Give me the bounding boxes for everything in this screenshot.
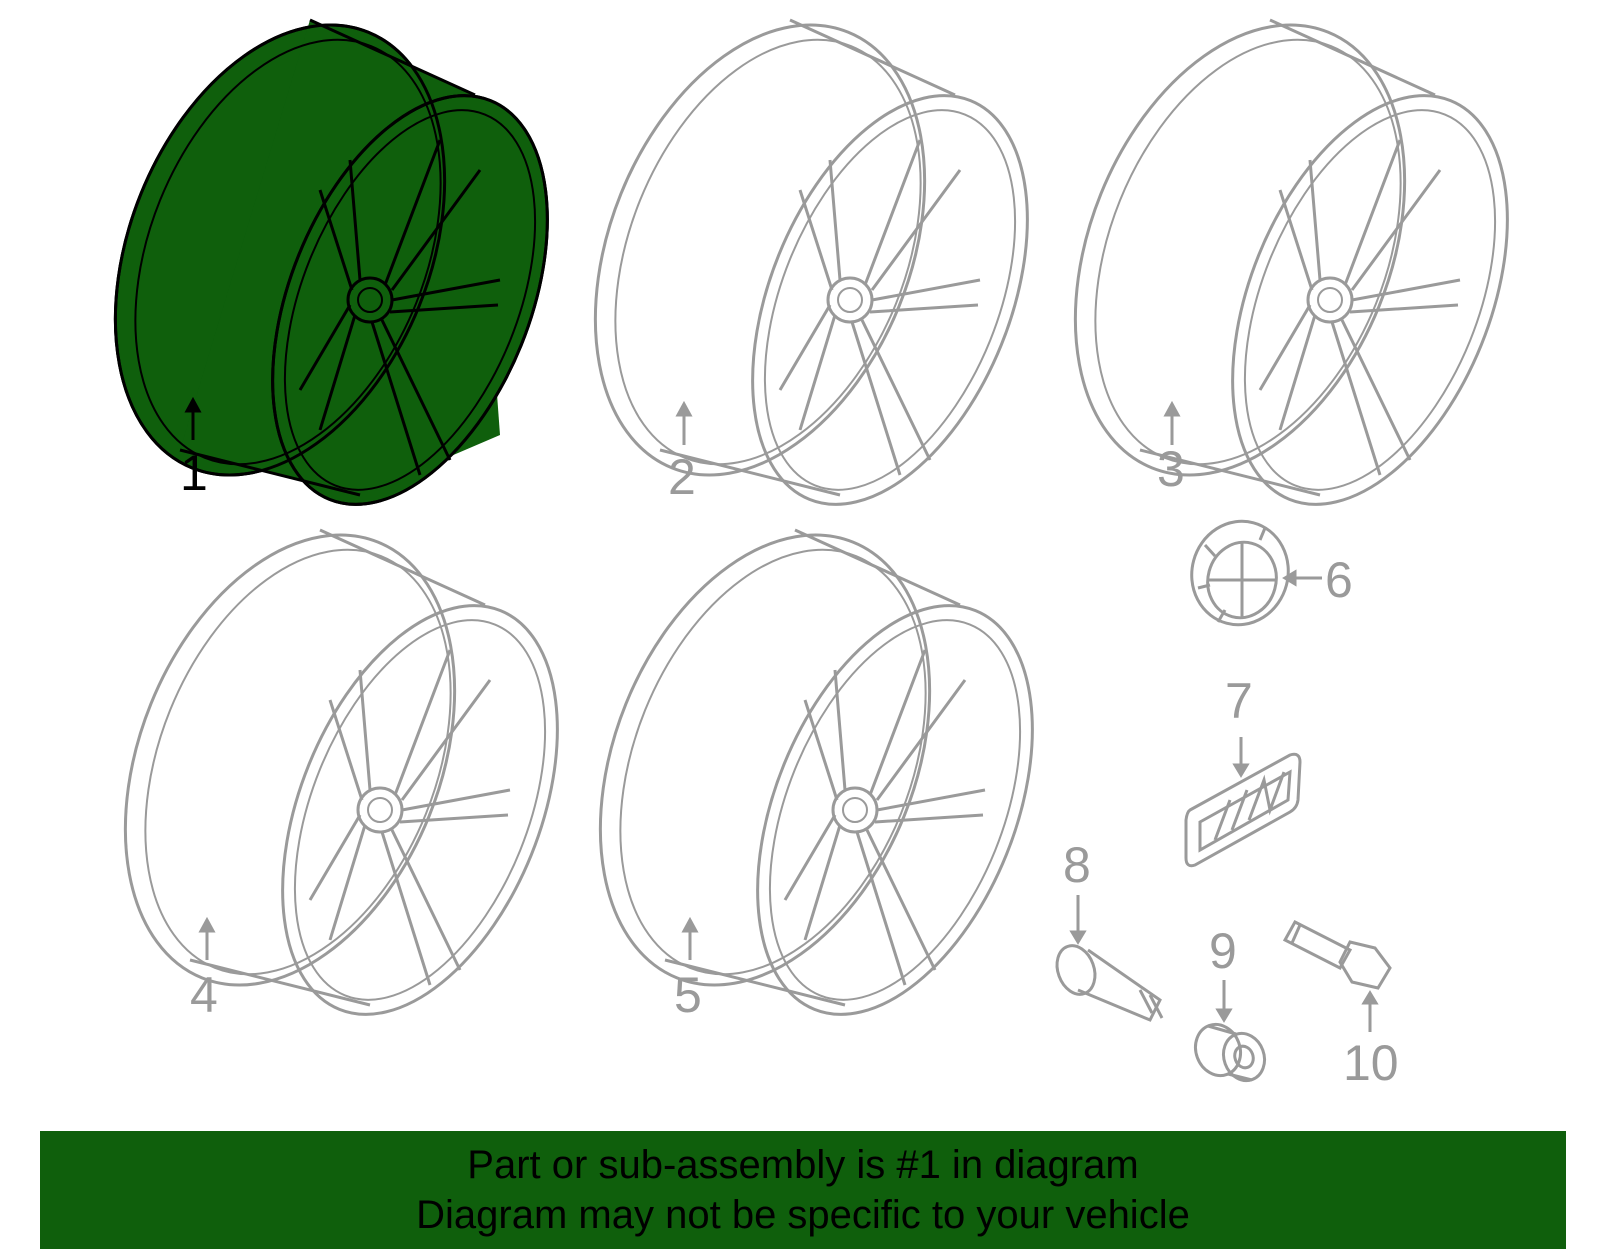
wheel-part-1[interactable] (51, 0, 604, 546)
callout-arrow-4 (198, 916, 216, 960)
callout-arrow-9 (1215, 980, 1233, 1023)
callout-label-9[interactable]: 9 (1209, 923, 1237, 979)
callout-label-8[interactable]: 8 (1063, 837, 1091, 893)
callout-arrow-8 (1069, 895, 1087, 945)
wheel-part-5[interactable] (536, 484, 1089, 1056)
callout-label-3[interactable]: 3 (1157, 441, 1185, 497)
callout-label-2[interactable]: 2 (668, 449, 696, 505)
callout-arrow-7 (1232, 737, 1250, 778)
parts-diagram: 1 2 3 4 5 6 7 8 9 10 (51, 0, 1564, 1091)
banner-line-1: Part or sub-assembly is #1 in diagram (467, 1143, 1139, 1187)
callout-arrow-1 (184, 396, 202, 440)
m-badge-part-7[interactable] (1184, 752, 1302, 868)
callout-arrow-10 (1361, 990, 1379, 1032)
bmw-emblem-cap-part-6[interactable] (1180, 510, 1300, 635)
callout-label-1[interactable]: 1 (180, 445, 208, 501)
banner-line-2: Diagram may not be specific to your vehi… (416, 1193, 1190, 1237)
callout-label-6[interactable]: 6 (1325, 552, 1353, 608)
lug-bolt-part-10[interactable] (1282, 920, 1392, 990)
callout-label-4[interactable]: 4 (190, 967, 218, 1023)
valve-cap-part-9[interactable] (1188, 1018, 1271, 1086)
callout-arrow-2 (675, 400, 693, 445)
callout-label-5[interactable]: 5 (674, 967, 702, 1023)
valve-stem-part-8[interactable] (1051, 940, 1164, 1022)
wheel-part-4[interactable] (61, 484, 614, 1056)
callout-arrow-6 (1282, 569, 1322, 587)
callout-label-7[interactable]: 7 (1225, 673, 1253, 729)
wheel-part-3[interactable] (1011, 0, 1564, 546)
wheel-part-2[interactable] (531, 0, 1084, 546)
callout-arrow-3 (1163, 400, 1181, 445)
callout-arrow-5 (681, 916, 699, 960)
callout-label-10[interactable]: 10 (1343, 1035, 1399, 1091)
info-banner: Part or sub-assembly is #1 in diagram Di… (40, 1131, 1566, 1249)
